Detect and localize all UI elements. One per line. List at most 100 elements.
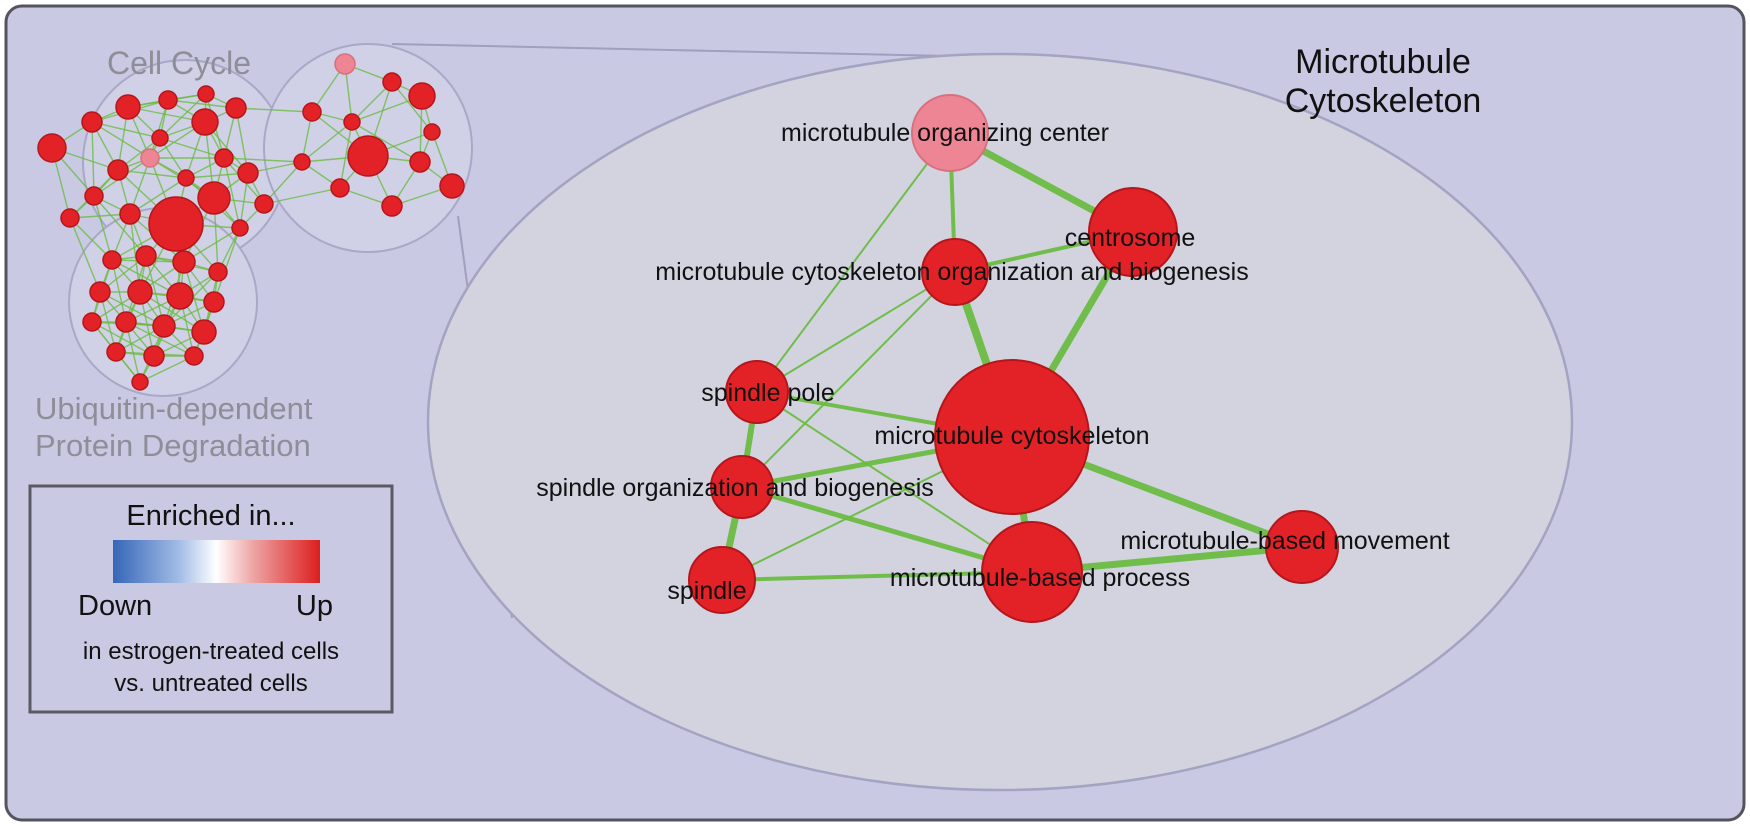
- mini-node: [148, 196, 204, 252]
- mini-node: [151, 129, 169, 147]
- legend-up-label: Up: [296, 590, 333, 622]
- mini-node: [330, 178, 350, 198]
- mini-edge: [91, 121, 161, 139]
- node-mco: [921, 238, 989, 306]
- edge-spindle-mbp: [720, 570, 1034, 582]
- node-mbp: [981, 521, 1083, 623]
- mini-node: [84, 186, 104, 206]
- mini-node: [408, 82, 436, 110]
- mini-node: [60, 208, 80, 228]
- mini-edge: [223, 157, 303, 163]
- mini-edge: [235, 107, 313, 113]
- mini-node: [439, 173, 465, 199]
- title-microtubule-line1: Microtubule: [1295, 43, 1471, 81]
- mini-node: [140, 148, 160, 168]
- mini-node: [254, 194, 274, 214]
- node-spindle-pole: [725, 360, 789, 424]
- mini-edge: [159, 93, 207, 139]
- mini-node: [381, 195, 403, 217]
- mini-node: [115, 311, 137, 333]
- mini-edge: [167, 99, 237, 109]
- mini-node: [89, 281, 111, 303]
- mini-edge: [69, 217, 113, 261]
- mini-node: [237, 162, 259, 184]
- mini-node: [127, 279, 153, 305]
- node-label-spindle-pole: spindle pole: [701, 379, 834, 407]
- mini-node: [158, 90, 178, 110]
- label-cell-cycle: Cell Cycle: [107, 45, 251, 81]
- mini-edge: [69, 217, 101, 293]
- mini-edge: [159, 137, 225, 159]
- mini-node: [135, 245, 157, 267]
- node-mc: [934, 359, 1090, 515]
- mini-edge: [91, 321, 155, 357]
- mini-node: [382, 72, 402, 92]
- mini-edge: [351, 121, 421, 163]
- mini-node: [191, 319, 217, 345]
- mini-node: [119, 203, 141, 225]
- mini-node: [177, 169, 195, 187]
- mini-edge: [91, 121, 95, 197]
- mini-node: [107, 159, 129, 181]
- mini-node: [208, 262, 228, 282]
- mini-node: [334, 53, 356, 75]
- edge-moc-spindle-pole: [756, 132, 951, 393]
- mini-node: [197, 181, 231, 215]
- node-sob: [710, 455, 774, 519]
- legend-caption-line1: in estrogen-treated cells: [83, 638, 339, 665]
- mini-node: [81, 111, 103, 133]
- node-label-mco: microtubule cytoskeleton organization an…: [655, 258, 1248, 286]
- mini-node: [184, 346, 204, 366]
- node-label-sob: spindle organization and biogenesis: [536, 474, 934, 502]
- mini-node: [115, 94, 141, 120]
- mini-edge: [223, 157, 241, 229]
- legend-down-label: Down: [78, 590, 152, 622]
- legend-title: Enriched in...: [126, 500, 295, 532]
- node-label-centrosome: centrosome: [1065, 224, 1196, 252]
- label-ubiquitin-line1: Ubiquitin-dependent: [35, 391, 313, 426]
- mini-edge: [139, 355, 195, 383]
- node-mbm: [1265, 510, 1339, 584]
- mini-edge: [149, 99, 169, 159]
- mini-edge: [93, 195, 113, 261]
- mini-node: [152, 314, 176, 338]
- mini-edge: [263, 187, 341, 205]
- zoom-connector-line-1: [391, 43, 949, 57]
- title-microtubule-line2: Cytoskeleton: [1285, 82, 1482, 120]
- mini-node: [102, 250, 122, 270]
- mini-edge: [117, 169, 187, 179]
- legend-gradient-bar: [113, 540, 320, 583]
- mini-edge: [213, 227, 241, 303]
- node-spindle: [688, 546, 756, 614]
- label-ubiquitin-line2: Protein Degradation: [35, 428, 311, 463]
- mini-node: [231, 219, 249, 237]
- mini-edge: [129, 177, 187, 215]
- mini-node: [409, 151, 431, 173]
- edge-spindle-pole-mbp: [756, 391, 1033, 573]
- mini-node: [191, 108, 219, 136]
- mini-node: [347, 135, 389, 177]
- edge-mco-sob: [741, 271, 956, 488]
- mini-node: [131, 373, 149, 391]
- node-label-mbp: microtubule-based process: [890, 564, 1190, 592]
- mini-node: [214, 148, 234, 168]
- legend-box: [28, 484, 394, 714]
- node-label-spindle: spindle: [667, 577, 746, 605]
- mini-edge: [339, 121, 353, 189]
- mini-node: [225, 97, 247, 119]
- node-label-mc: microtubule cytoskeleton: [874, 422, 1149, 450]
- node-centrosome: [1088, 187, 1178, 277]
- edge-mco-spindle-pole: [756, 271, 956, 393]
- mini-node: [203, 291, 225, 313]
- mini-edge: [301, 121, 353, 163]
- mini-node: [197, 85, 215, 103]
- mini-node: [343, 113, 361, 131]
- node-moc: [911, 94, 989, 172]
- mini-node: [293, 153, 311, 171]
- mini-edge: [391, 81, 433, 133]
- overview-nodes: [37, 53, 465, 391]
- mini-node: [106, 342, 126, 362]
- mini-node: [302, 102, 322, 122]
